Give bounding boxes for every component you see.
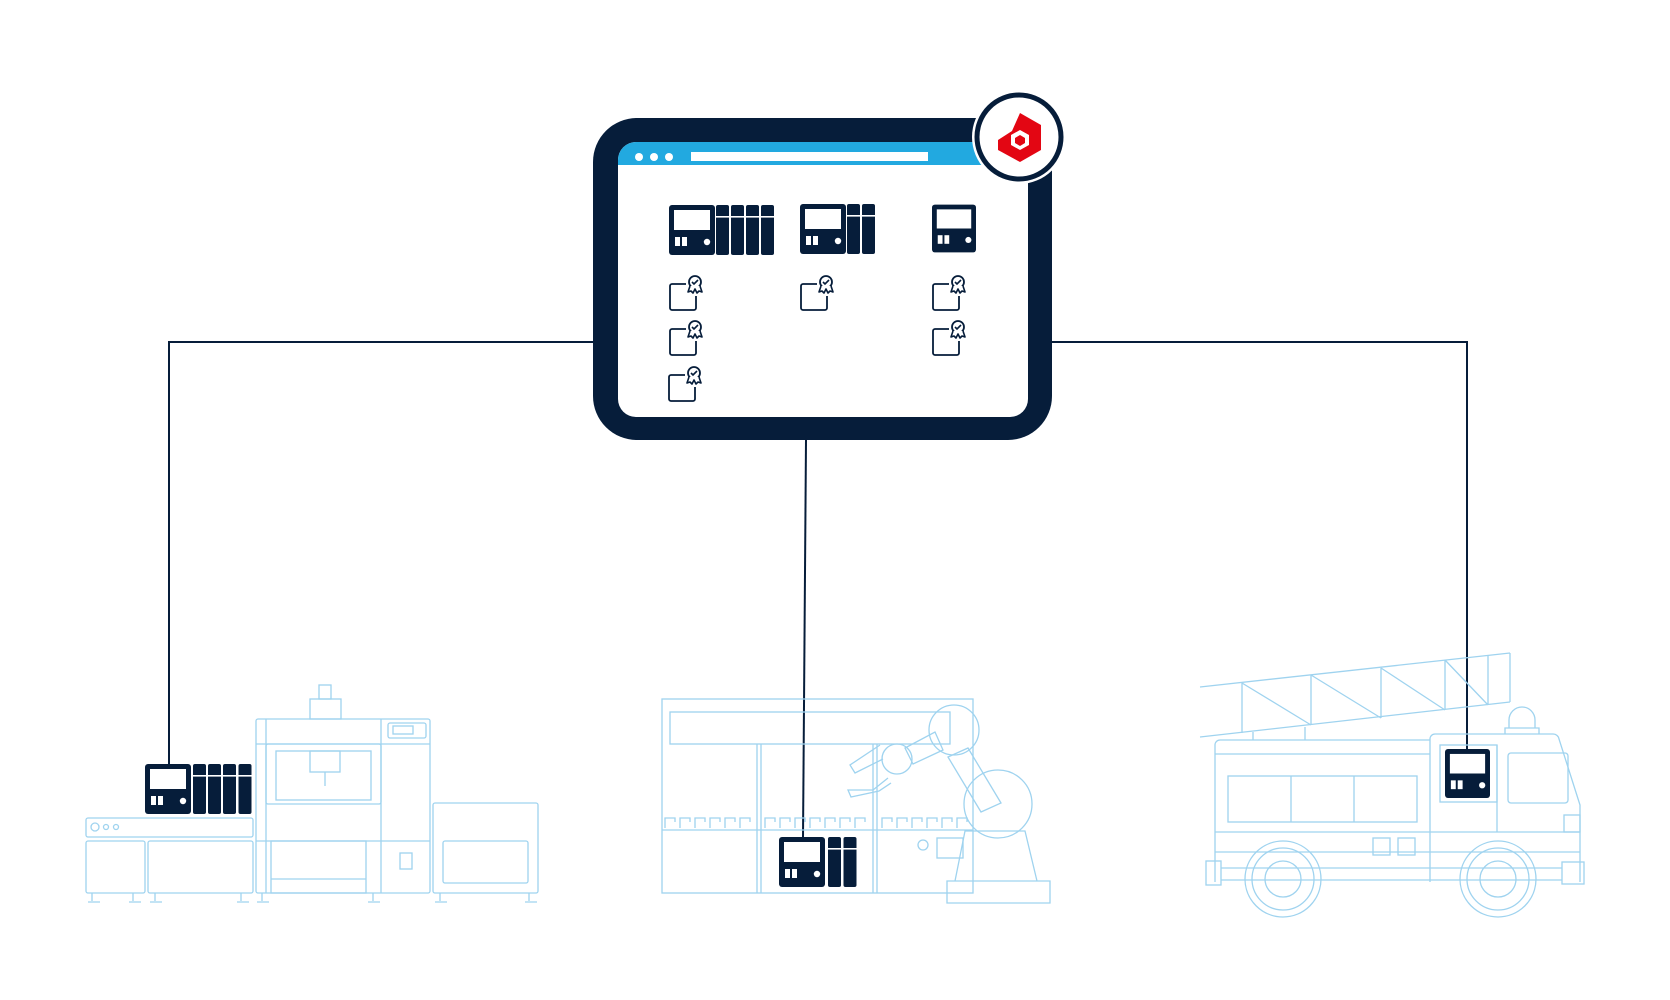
cnc-machine-scene: [85, 684, 539, 903]
plc-controller-icon: [669, 205, 715, 255]
plc-module-icon: [238, 764, 252, 814]
fire-truck-scene: [1199, 652, 1585, 918]
plc-module-icon: [843, 837, 857, 887]
robot-controller: [779, 837, 857, 887]
plc-controller-icon: [800, 204, 846, 254]
wire-to-truck: [1051, 341, 1468, 749]
plc-module-icon: [847, 204, 860, 254]
plc-controller-icon: [145, 764, 191, 814]
connection-lines: [168, 341, 1468, 839]
plc-module-icon: [193, 764, 206, 814]
plc-module-icon: [208, 764, 221, 814]
wire-to-cnc: [168, 341, 594, 764]
cnc-controller: [145, 764, 252, 814]
plc-module-icon: [223, 764, 236, 814]
plc-module-icon: [862, 204, 875, 254]
plc-controller-icon: [932, 204, 976, 253]
plc-module-icon: [746, 205, 759, 255]
plc-module-icon: [761, 205, 774, 255]
window-dot-icon: [635, 153, 643, 161]
plc-module-icon: [716, 205, 729, 255]
plc-module-icon: [828, 837, 841, 887]
address-bar: [691, 152, 928, 161]
wire-to-robot: [802, 439, 807, 839]
plc-controller-icon: [779, 837, 825, 887]
robot-cell-scene: [661, 698, 1051, 904]
brand-logo-icon: [972, 90, 1066, 184]
plc-module-icon: [731, 205, 744, 255]
plc-controller-icon: [1445, 749, 1490, 798]
window-dot-icon: [650, 153, 658, 161]
window-dot-icon: [665, 153, 673, 161]
tablet-dashboard-icon: [593, 118, 1052, 440]
